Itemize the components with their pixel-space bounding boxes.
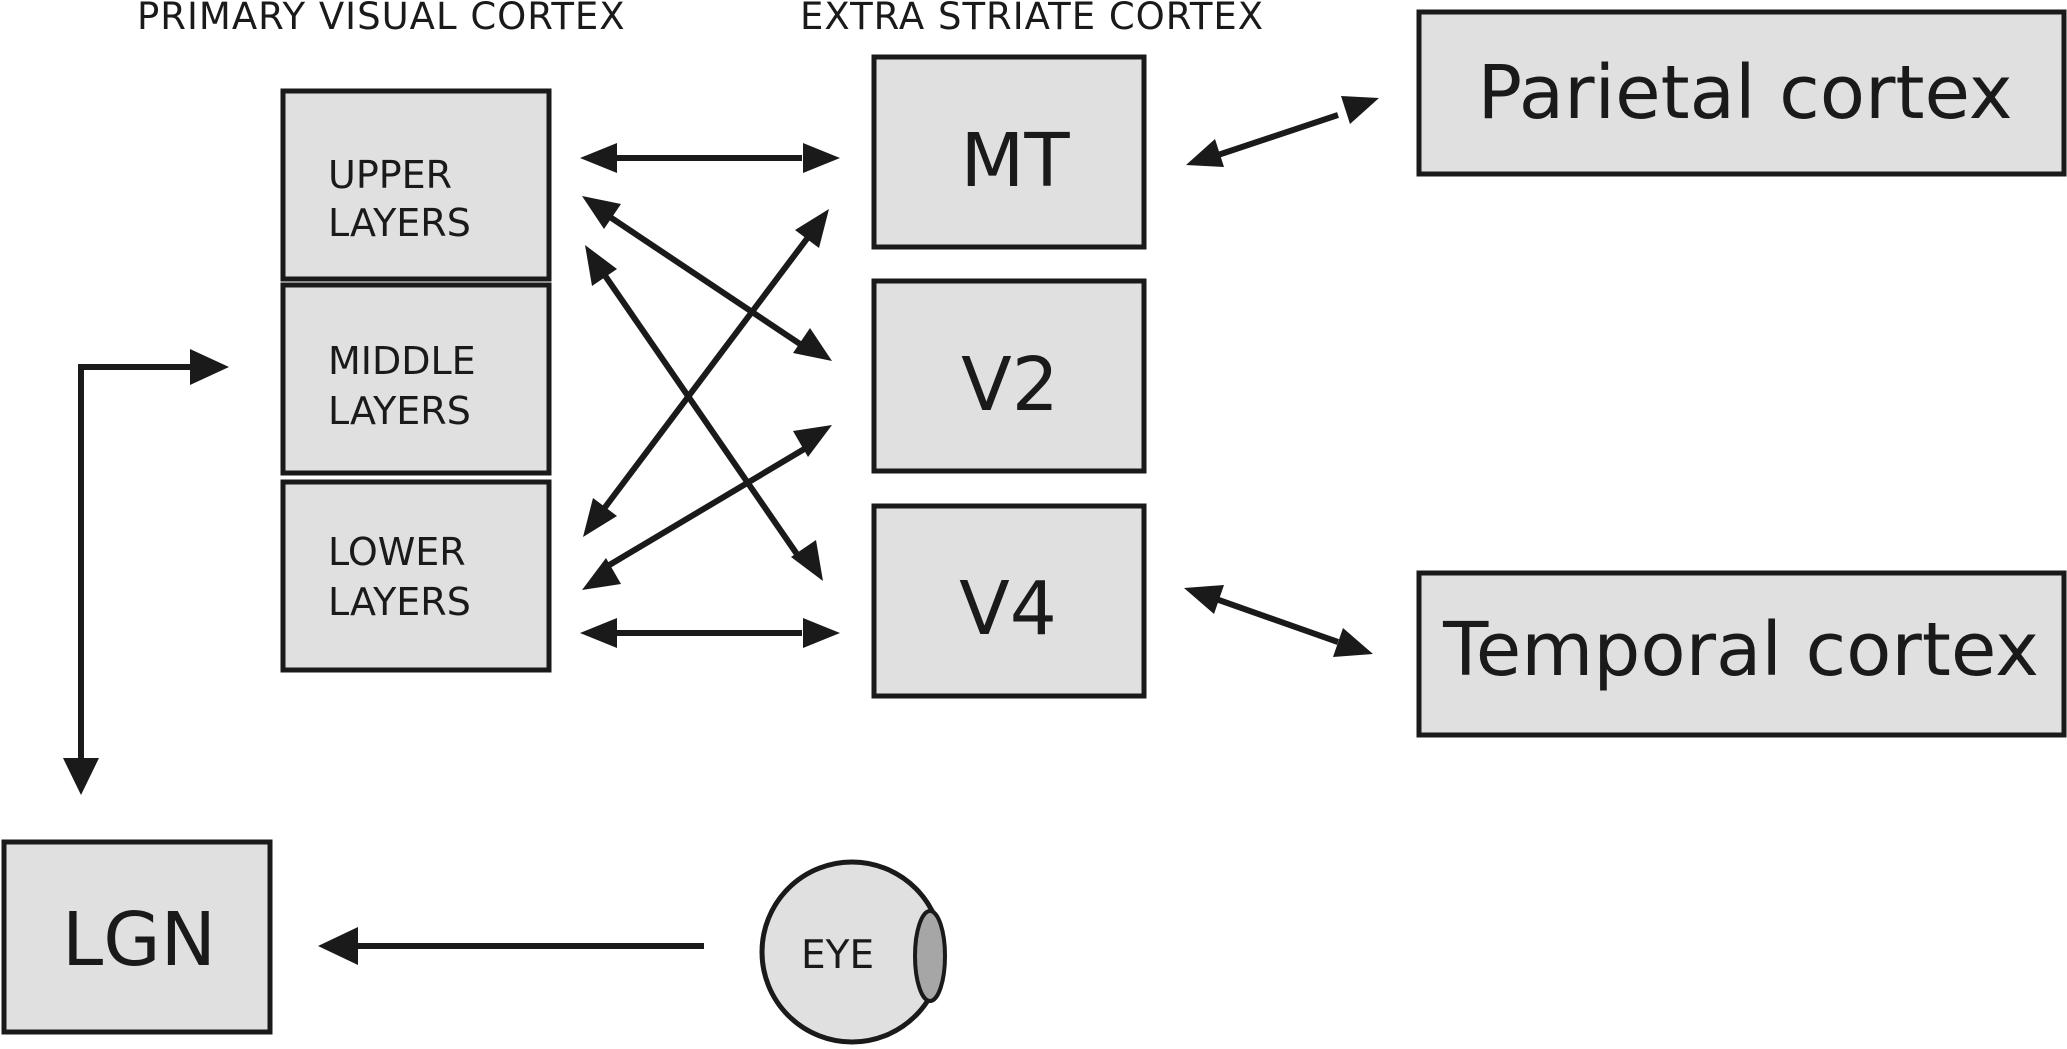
arrow-upper-layers-v2: [582, 196, 832, 361]
arrow-eye-lgn: [318, 927, 704, 965]
parietal-cortex-box: Parietal cortex: [1416, 9, 2067, 177]
middle-layers-label-line2: LAYERS: [328, 389, 471, 433]
temporal-cortex-label: Temporal cortex: [1442, 607, 2039, 693]
arrow-upper-layers-v4: [585, 245, 823, 581]
lgn-box: LGN: [1, 839, 273, 1035]
upper-layers-label-line2: LAYERS: [328, 201, 471, 245]
eye-lens-icon: [913, 909, 947, 1003]
lgn-label: LGN: [62, 897, 216, 983]
middle-layers-box: MIDDLE LAYERS: [280, 282, 552, 476]
arrow-lgn-middle-layers: [63, 349, 229, 795]
v4-box: V4: [871, 503, 1147, 699]
v2-box: V2: [871, 278, 1147, 474]
temporal-cortex-box: Temporal cortex: [1416, 570, 2067, 738]
v4-label: V4: [959, 566, 1057, 652]
middle-layers-label-line1: MIDDLE: [328, 339, 476, 383]
eye-label: EYE: [801, 933, 874, 978]
lower-layers-box: LOWER LAYERS: [280, 479, 552, 673]
arrow-v4-temporal: [1184, 585, 1373, 657]
arrow-upper-layers-mt: [580, 143, 840, 173]
lower-layers-label-line2: LAYERS: [328, 580, 471, 624]
eye-icon: EYE: [759, 859, 947, 1045]
mt-label: MT: [960, 118, 1070, 204]
v2-label: V2: [961, 342, 1059, 428]
upper-layers-label-line1: UPPER: [328, 153, 452, 197]
arrow-mt-parietal: [1186, 96, 1379, 167]
primary-visual-cortex-header: PRIMARY VISUAL CORTEX: [137, 0, 626, 38]
mt-box: MT: [871, 54, 1147, 250]
arrow-lower-layers-v4: [580, 618, 840, 648]
arrow-lower-layers-v2: [582, 425, 832, 590]
arrow-lower-layers-mt: [583, 209, 829, 537]
extra-striate-cortex-header: EXTRA STRIATE CORTEX: [800, 0, 1264, 38]
parietal-cortex-label: Parietal cortex: [1477, 50, 2012, 136]
upper-layers-box: UPPER LAYERS: [280, 88, 552, 282]
lower-layers-label-line1: LOWER: [328, 530, 466, 574]
